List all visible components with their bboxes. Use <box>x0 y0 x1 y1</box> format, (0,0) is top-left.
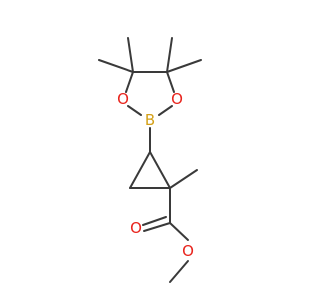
bond-c4-o1 <box>125 71 134 93</box>
bond-c5-methyl-up <box>166 37 173 73</box>
atom-label-layer: O O B O O <box>117 90 194 260</box>
bond-o1-b <box>127 105 142 116</box>
atom-boron-label: B <box>145 111 155 129</box>
atom-ester-oxygen-label: O <box>182 242 194 260</box>
bond-c1-c2 <box>129 151 151 189</box>
bond-c4-methyl-left <box>98 59 134 73</box>
molecule-structure: O O B O O <box>98 37 202 283</box>
bond-c4-methyl-up <box>127 37 134 73</box>
bond-ccarbonyl-oester <box>169 222 189 241</box>
bond-o2-b <box>158 105 173 116</box>
bond-c5-o2 <box>166 71 175 93</box>
bond-carbonyl-double-a <box>143 222 171 232</box>
bond-c5-methyl-right <box>166 59 202 73</box>
atom-o1-label: O <box>117 90 129 108</box>
atom-o2-label: O <box>171 90 183 108</box>
bond-c3-methyl <box>169 169 198 189</box>
bond-c3-c1 <box>149 151 171 189</box>
atom-carbonyl-oxygen-label: O <box>130 219 142 237</box>
bond-carbonyl-double-b <box>142 216 167 226</box>
bond-oester-methyl <box>169 260 189 283</box>
bond-layer <box>98 37 202 283</box>
